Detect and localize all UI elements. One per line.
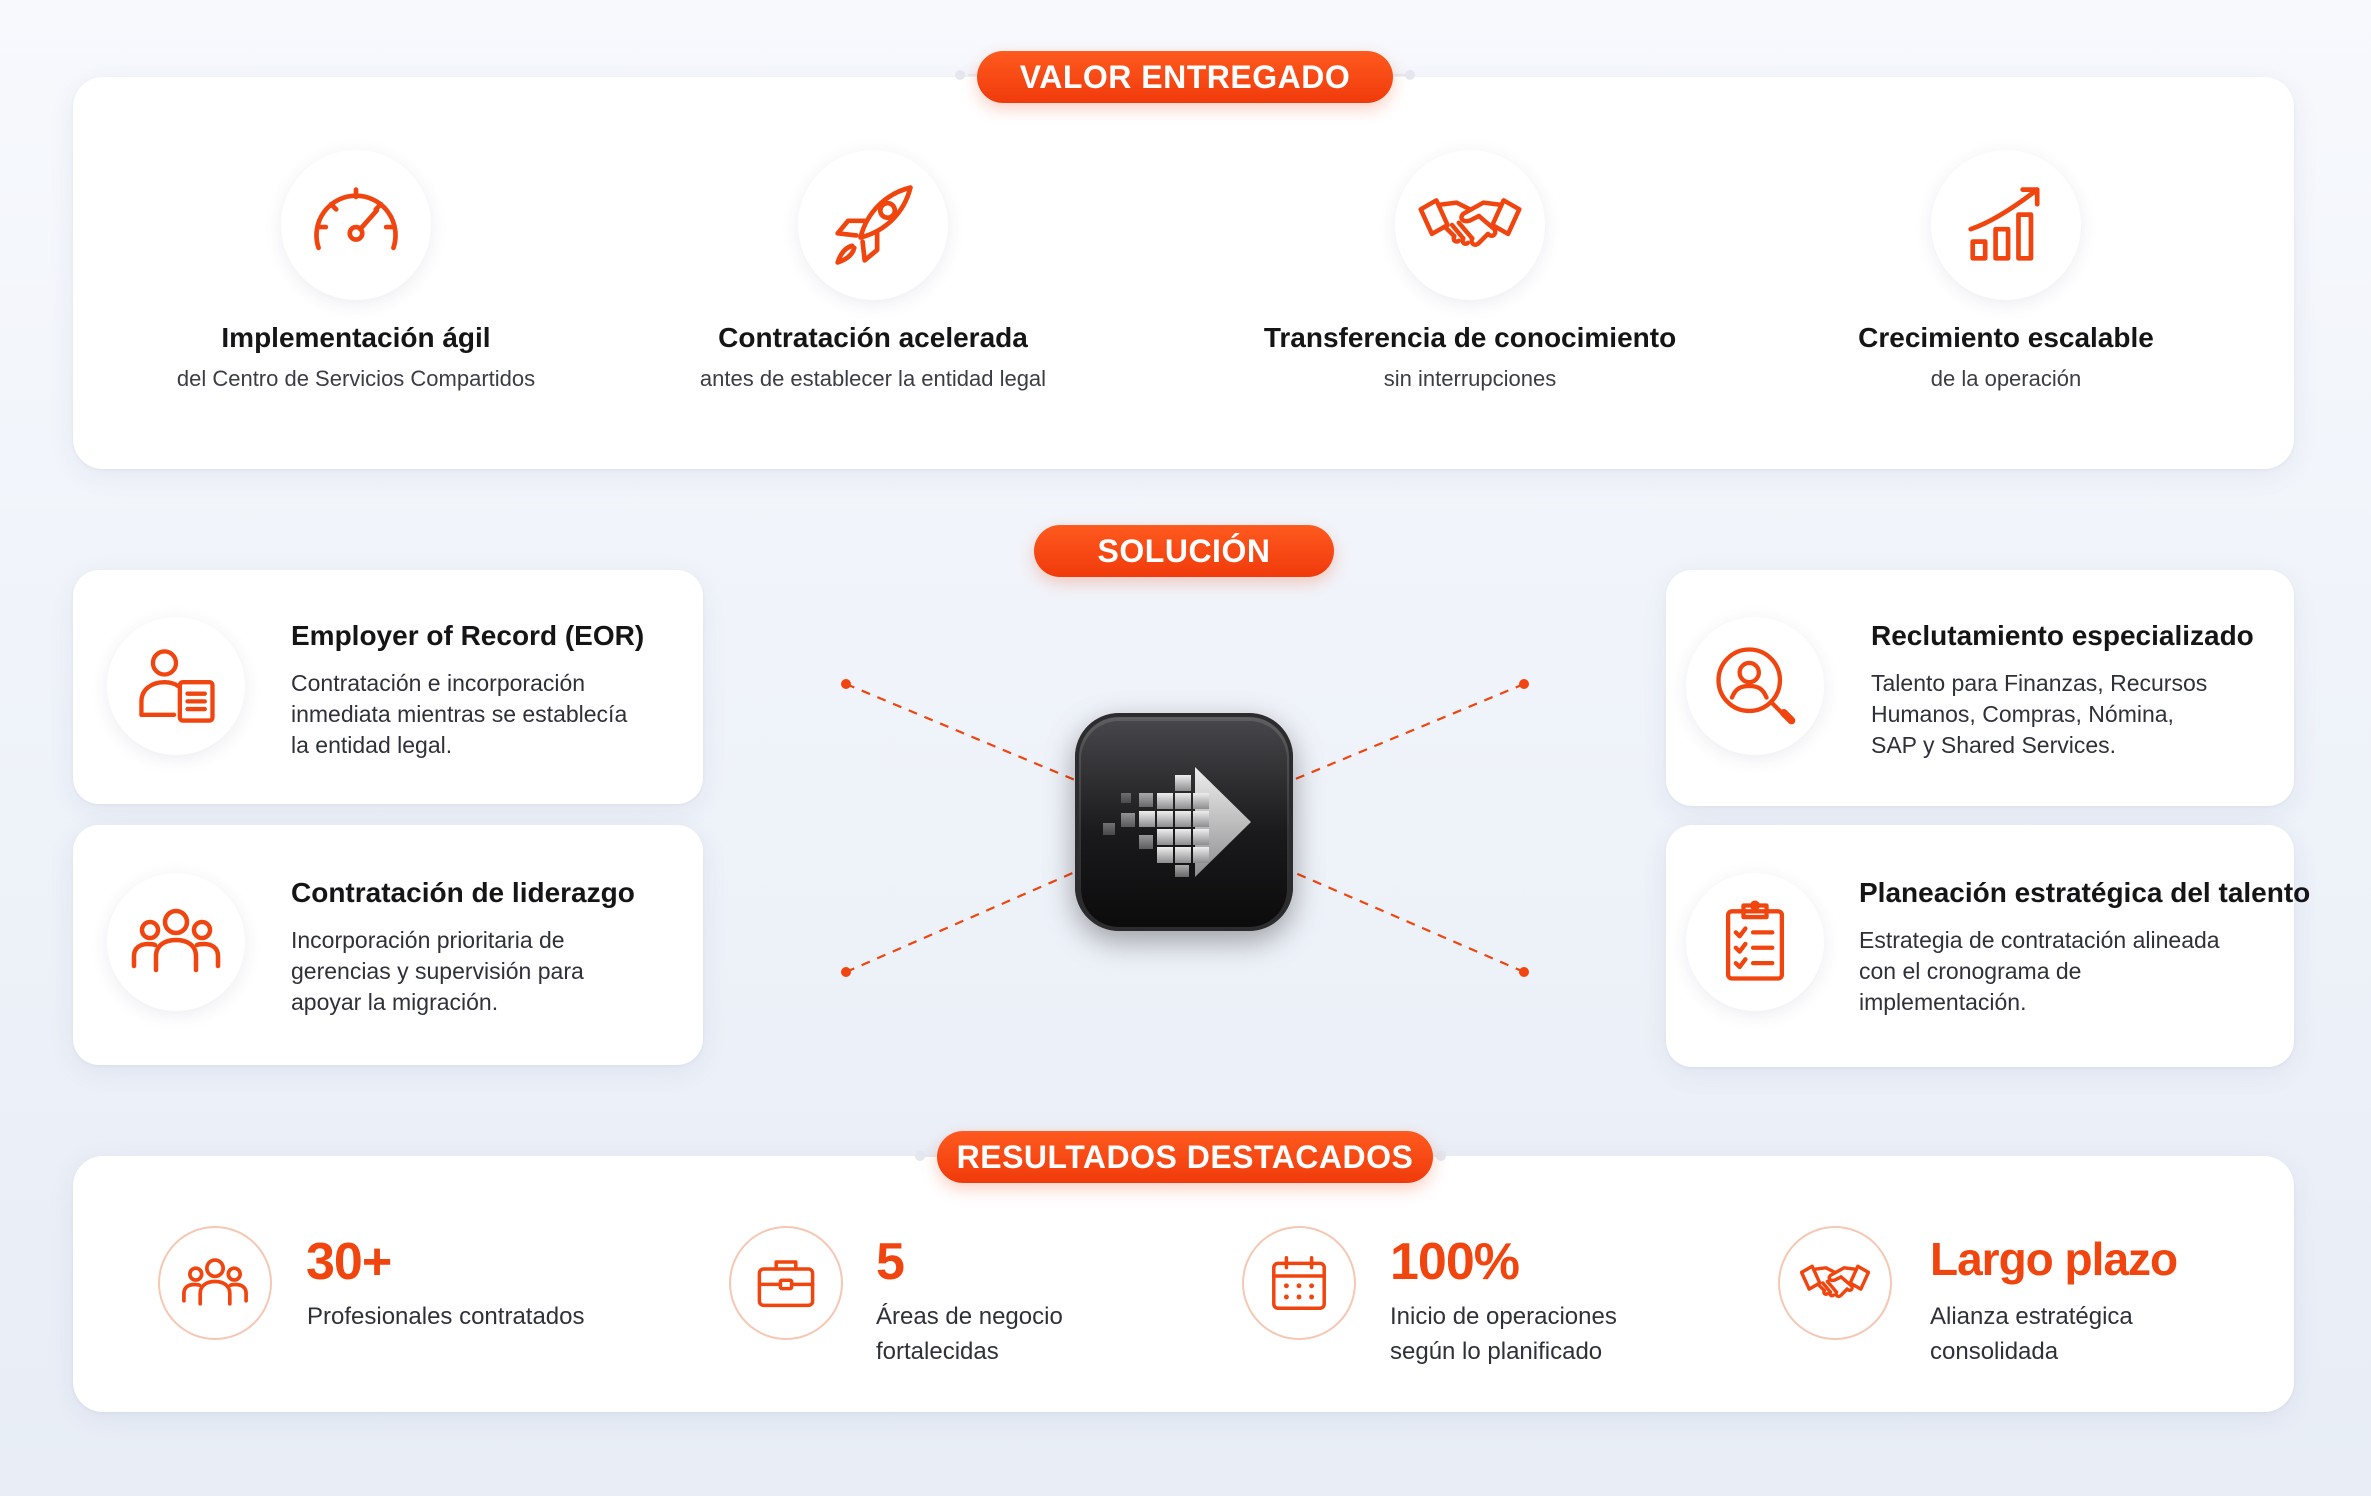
solution-title: Employer of Record (EOR) [291, 620, 645, 651]
clipboard-checklist-icon [1686, 873, 1824, 1011]
valor-entregado-panel [73, 77, 2294, 469]
value-item-transferencia: Transferencia de conocimiento sin interr… [1210, 150, 1730, 392]
rocket-icon [798, 150, 948, 300]
solution-card-eor: Employer of Record (EOR) Contratación e … [73, 570, 703, 804]
solution-description: Contratación e incorporación inmediata m… [291, 670, 628, 758]
divider-dot-right [1436, 1151, 1446, 1161]
solution-card-liderazgo: Contratación de liderazgo Incorporación … [73, 825, 703, 1065]
result-description: Inicio de operaciones según lo planifica… [1390, 1303, 1617, 1365]
handshake-icon [1395, 150, 1545, 300]
pixel-arrow-icon [1075, 713, 1293, 931]
value-subtitle: antes de establecer la entidad legal [699, 366, 1047, 391]
solution-card-reclutamiento: Reclutamiento especializado Talento para… [1666, 570, 2294, 806]
value-item-crecimiento: Crecimiento escalable de la operación [1746, 150, 2266, 392]
team-icon [158, 1226, 272, 1340]
solution-description: Estrategia de contratación alineada con … [1859, 927, 2220, 1015]
value-title: Transferencia de conocimiento [1263, 322, 1677, 353]
handshake-icon [1778, 1226, 1892, 1340]
value-item-contratacion: Contratación acelerada antes de establec… [613, 150, 1133, 392]
result-value: 5 [876, 1233, 905, 1291]
value-subtitle: de la operación [1930, 366, 2082, 391]
result-description: Áreas de negocio fortalecidas [876, 1303, 1063, 1365]
resultados-panel [73, 1156, 2294, 1412]
divider-dot-left [915, 1151, 925, 1161]
briefcase-icon [729, 1226, 843, 1340]
value-title: Implementación ágil [221, 322, 491, 353]
growth-chart-icon [1931, 150, 2081, 300]
resultados-badge: RESULTADOS DESTACADOS [937, 1131, 1433, 1183]
solution-title: Contratación de liderazgo [291, 877, 635, 908]
solution-title: Planeación estratégica del talento [1859, 877, 2311, 908]
value-item-implementacion: Implementación ágil del Centro de Servic… [96, 150, 616, 392]
value-title: Contratación acelerada [718, 322, 1028, 353]
solution-card-planeacion: Planeación estratégica del talento Estra… [1666, 825, 2310, 1067]
value-subtitle: del Centro de Servicios Compartidos [176, 366, 536, 391]
solution-description: Incorporación prioritaria de gerencias y… [291, 927, 584, 1015]
divider-dot-left [955, 70, 965, 80]
result-value: Largo plazo [1930, 1233, 2178, 1285]
team-icon [107, 873, 245, 1011]
speedometer-icon [281, 150, 431, 300]
result-description: Profesionales contratados [307, 1303, 585, 1330]
value-title: Crecimiento escalable [1858, 322, 2154, 353]
solucion-badge: SOLUCIÓN [1034, 525, 1334, 577]
valor-entregado-badge: VALOR ENTREGADO [977, 51, 1393, 103]
value-subtitle: sin interrupciones [1383, 366, 1557, 391]
user-document-icon [107, 617, 245, 755]
solution-title: Reclutamiento especializado [1871, 620, 2254, 651]
calendar-icon [1242, 1226, 1356, 1340]
result-value: 100% [1390, 1233, 1520, 1291]
result-value: 30+ [306, 1233, 392, 1291]
result-description: Alianza estratégica consolidada [1930, 1303, 2133, 1365]
solution-description: Talento para Finanzas, Recursos Humanos,… [1871, 670, 2208, 758]
valor-items: Implementación ágil del Centro de Servic… [0, 150, 2371, 410]
user-search-icon [1686, 617, 1824, 755]
divider-dot-right [1405, 70, 1415, 80]
